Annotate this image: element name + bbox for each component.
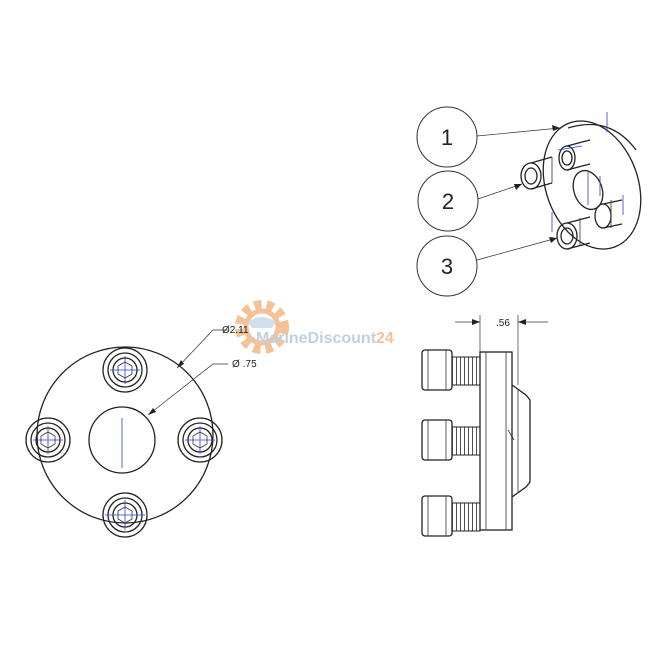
side-bolt-middle [421,419,481,461]
iso-flange-face [542,120,642,250]
gear-icon [235,300,289,354]
iso-bore [572,169,604,211]
watermark-text: MarineDiscount24 [256,330,394,347]
bore-diameter-label: Ø.75 [232,359,257,370]
iso-bolt-bottom [556,216,591,250]
bore-diameter-leader [147,363,228,416]
outer-diameter-leader [176,329,228,369]
balloon-3-label: 3 [441,254,453,279]
balloon-2-label: 2 [442,189,454,214]
watermark-text-a: MarineDiscount [256,330,377,347]
iso-bolt-left [520,156,553,190]
side-bolt-bottom [421,495,481,537]
bolt-head-top [102,347,148,393]
balloon-3: 3 [416,235,558,297]
thickness-label: .56 [496,318,510,329]
side-view: .56 [421,315,548,537]
outer-diameter-label: Ø2.11 [222,325,249,336]
flange-body [479,351,513,531]
isometric-view [520,112,642,250]
balloon-1: 1 [416,106,561,168]
side-bolt-top [421,349,481,391]
bolt-head-left [25,417,71,463]
bolt-head-bottom [102,492,148,538]
balloon-2: 2 [417,170,523,232]
bolt-head-right [177,417,223,463]
center-bore [88,406,156,474]
watermark: MarineDiscount24 [235,300,394,354]
flange-hub [511,384,531,498]
balloon-1-label: 1 [441,125,453,150]
front-view: Ø2.11 Ø.75 [25,325,257,538]
iso-bolt-top [558,139,591,171]
watermark-text-b: 24 [376,330,394,347]
iso-bolt-right [594,199,623,229]
